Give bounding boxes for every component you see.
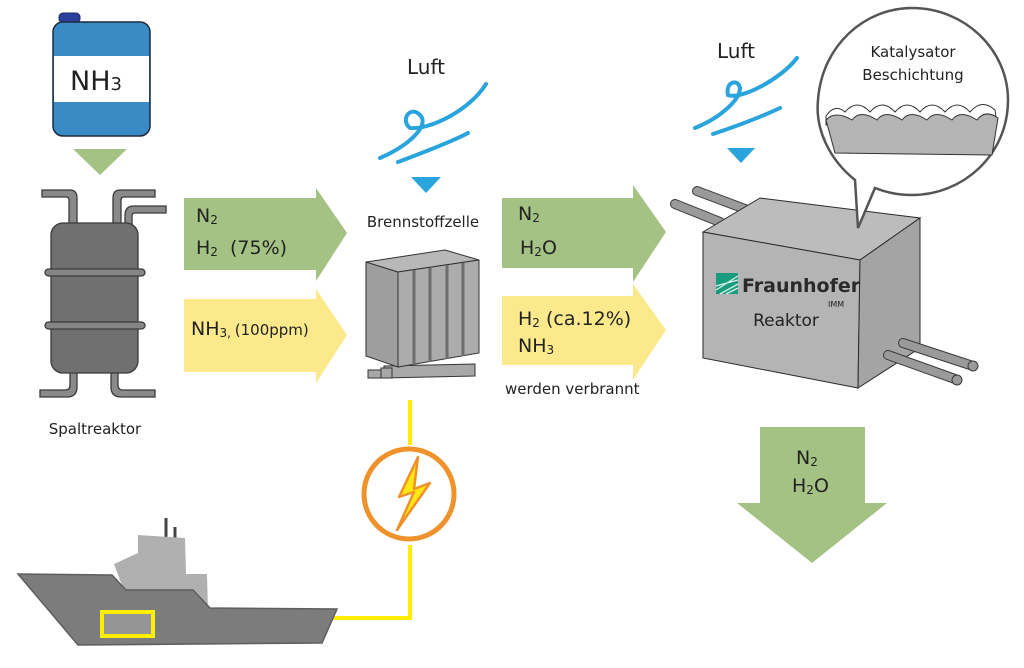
pipe-bottom-right (110, 369, 156, 398)
arrow-final-exhaust (737, 427, 887, 563)
ammonia-tank: NH3 (52, 12, 151, 137)
air-down-arrow-left (411, 177, 441, 193)
air-down-arrow-right (727, 148, 755, 163)
magnifier-line2: Beschichtung (862, 66, 963, 84)
spaltreaktor-label: Spaltreaktor (49, 420, 142, 438)
arrow-ammonia-residual (184, 289, 347, 383)
lightning-bolt-icon (395, 455, 432, 532)
reactor-brand-suffix: IMM (828, 300, 844, 309)
arrow-residual-line2: NH3 (518, 335, 554, 357)
arrow-exhaust-line2: H2O (520, 237, 557, 259)
fuel-cell-label: Brennstoffzelle (367, 213, 479, 231)
arrow-ammonia-text: NH3, (100ppm) (191, 318, 309, 340)
pipe-top-left (41, 189, 78, 225)
arrow-exhaust-line1: N2 (518, 203, 540, 225)
luft-right-label: Luft (717, 39, 755, 63)
air-swirl-icon-left (378, 82, 488, 164)
fraunhofer-reactor (670, 186, 979, 389)
reactor-outlet-pipes (883, 338, 979, 386)
arrow-gas-mixture (184, 188, 347, 281)
pipe-top-right-2 (124, 205, 167, 225)
fuel-cell (365, 249, 480, 379)
electricity-icon (361, 446, 457, 542)
arrow-final-line2: H2O (792, 475, 829, 497)
ship-fuel-cell-compartment (100, 610, 155, 638)
pipe-bottom-left (39, 369, 78, 398)
magnifier-line1: Katalysator (870, 43, 956, 61)
arrow-gas-line1: N2 (196, 205, 218, 227)
tank-label-band (54, 56, 149, 102)
reactor-body (50, 222, 139, 374)
ship-icon (16, 518, 339, 646)
catalyst-substrate (825, 113, 999, 156)
tank-label: NH3 (70, 66, 122, 97)
luft-left-label: Luft (407, 55, 445, 79)
reactor-inlet-pipes (670, 186, 750, 227)
spaltreaktor (39, 189, 167, 398)
reactor-brand: Fraunhofer (742, 275, 861, 297)
reactor-ring-upper (44, 268, 146, 277)
tank-down-arrow (73, 149, 127, 175)
fraunhofer-logo-icon (715, 273, 739, 295)
reactor-ring-lower (44, 321, 146, 330)
arrow-final-line1: N2 (796, 447, 818, 469)
reactor-label: Reaktor (753, 311, 819, 331)
arrow-gas-line2: H2 (75%) (196, 237, 287, 259)
air-swirl-icon-right (693, 56, 799, 136)
arrow-residual-line1: H2 (ca.12%) (518, 308, 631, 330)
arrow-exhaust-residual (502, 284, 666, 380)
burn-caption: werden verbrannt (505, 380, 640, 398)
catalyst-magnifier (816, 6, 1010, 229)
arrow-exhaust-clean (502, 185, 666, 282)
